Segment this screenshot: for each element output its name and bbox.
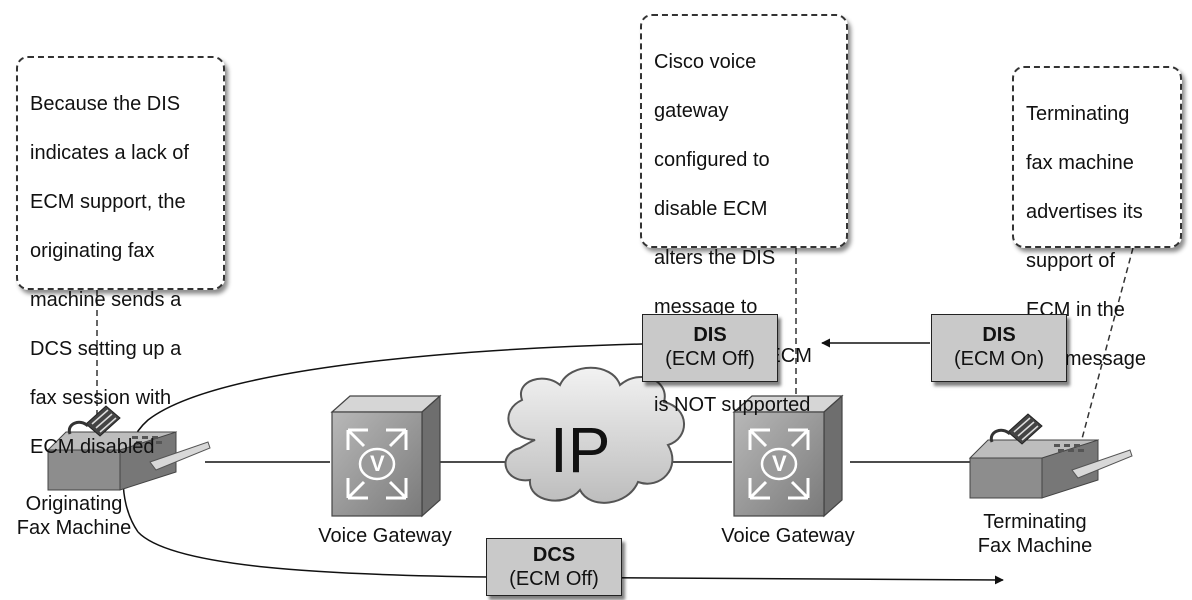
message-dis-ecm-on: DIS (ECM On)	[931, 314, 1067, 382]
message-dis-ecm-off-title: DIS	[693, 324, 727, 346]
callout-originating-line: indicates a lack of	[30, 141, 189, 164]
callout-originating-line: fax session with	[30, 386, 172, 409]
ip-cloud	[504, 366, 685, 504]
callout-originating: Because the DIS indicates a lack of ECM …	[16, 56, 225, 458]
message-dis-ecm-on-sub: (ECM On)	[954, 348, 1044, 370]
message-dis-ecm-on-title: DIS	[982, 324, 1016, 346]
ip-cloud-label: IP	[550, 414, 611, 486]
callout-originating-line: Because the DIS	[30, 92, 181, 115]
callout-terminating-line: Terminating	[1026, 102, 1130, 125]
terminating-fax-machine	[968, 413, 1133, 499]
label-voice-gateway-right: Voice Gateway	[721, 525, 855, 547]
message-dcs-ecm-off-sub: (ECM Off)	[509, 568, 599, 590]
callout-gateway-line: configured to	[654, 148, 770, 171]
callout-gateway-line: message to	[654, 295, 758, 318]
callout-originating-line: DCS setting up a	[30, 337, 182, 360]
callout-gateway: Cisco voice gateway configured to disabl…	[640, 14, 848, 416]
label-terminating-fax-line: Fax Machine	[977, 535, 1093, 557]
label-originating-fax-line: Originating	[25, 493, 123, 515]
label-voice-gateway-left: Voice Gateway	[318, 525, 452, 547]
callout-gateway-line: gateway	[654, 99, 729, 122]
callout-terminating-line: support of	[1026, 249, 1115, 272]
callout-originating-line: originating fax	[30, 239, 155, 262]
gateway-left-v-glyph: V	[370, 451, 385, 476]
callout-terminating-line: fax machine	[1026, 151, 1134, 174]
callout-terminating: Terminating fax machine advertises its s…	[1012, 66, 1182, 370]
label-originating-fax-line: Fax Machine	[16, 517, 132, 539]
label-terminating-fax: Terminating Fax Machine	[960, 510, 1110, 558]
originating-fax-machine	[46, 405, 211, 491]
message-dcs-ecm-off: DCS (ECM Off)	[486, 538, 622, 596]
voice-gateway-right-device	[732, 394, 844, 518]
callout-originating-line: machine sends a	[30, 288, 182, 311]
callout-gateway-line: is NOT supported	[654, 393, 811, 416]
callout-originating-line: ECM disabled	[30, 435, 155, 458]
gateway-right-v-glyph: V	[772, 451, 787, 476]
label-terminating-fax-line: Terminating	[983, 511, 1087, 533]
callout-gateway-line: disable ECM	[654, 197, 768, 220]
callout-gateway-line: Cisco voice	[654, 50, 757, 73]
leader-terminating	[1078, 247, 1134, 451]
callout-terminating-line: advertises its	[1026, 200, 1143, 223]
callout-gateway-line: alters the DIS	[654, 246, 776, 269]
voice-gateway-left-device	[330, 394, 442, 518]
callout-originating-line: ECM support, the	[30, 190, 186, 213]
label-originating-fax: Originating Fax Machine	[2, 492, 146, 540]
message-dcs-ecm-off-title: DCS	[532, 544, 576, 566]
message-dis-ecm-off: DIS (ECM Off)	[642, 314, 778, 382]
message-dis-ecm-off-sub: (ECM Off)	[665, 348, 755, 370]
dcs-arrow	[137, 531, 1004, 585]
